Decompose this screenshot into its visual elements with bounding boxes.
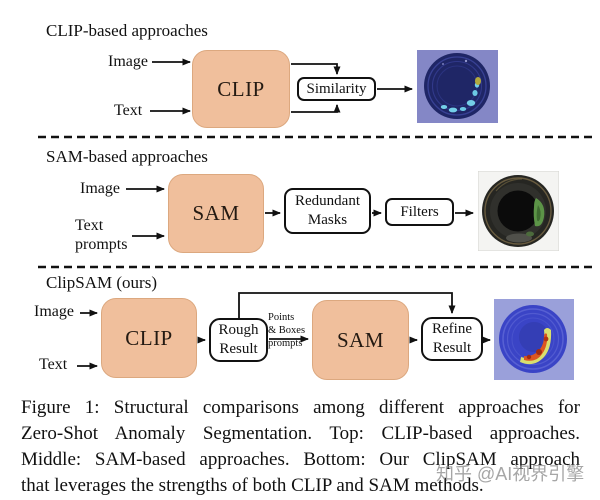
sam-result-photo-image (478, 171, 559, 251)
similarity-label: Similarity (306, 80, 367, 97)
caption-line3: Middle: SAM-based approaches. Bottom: Ou… (21, 449, 580, 470)
clip-model-box-top: CLIP (192, 50, 290, 128)
clip-model-label: CLIP (217, 76, 265, 101)
prompts-line2: & Boxes (268, 325, 306, 336)
sam-model-label: SAM (192, 201, 240, 225)
rough-result-line1: Rough (218, 322, 259, 339)
rough-result-box: Rough Result (209, 318, 268, 362)
caption-line2: Zero-Shot Anomaly Segmentation. Top: CLI… (21, 423, 580, 444)
input-label-text-prompts: Text prompts (75, 216, 127, 254)
sam-model-box-mid: SAM (168, 174, 264, 253)
rough-result-line2: Result (219, 341, 258, 357)
clipsam-result-heatmap-image (494, 299, 574, 380)
section-title-sam-based: SAM-based approaches (46, 147, 208, 166)
text-prompts-line2: prompts (75, 236, 128, 253)
redundant-masks-line2: Masks (307, 212, 348, 228)
section-title-clip-based: CLIP-based approaches (46, 21, 208, 40)
diagram-arrows (38, 58, 597, 370)
refine-result-line1: Refine (432, 321, 472, 338)
prompts-line3: prompts (268, 338, 303, 349)
clip-result-heatmap-image (417, 50, 498, 123)
filters-box: Filters (385, 198, 454, 226)
input-label-text-bot: Text (39, 356, 68, 373)
text-prompts-line1: Text (75, 217, 104, 234)
input-label-image-top: Image (108, 53, 148, 70)
redundant-masks-box: Redundant Masks (284, 188, 371, 234)
clip-model-box-bottom: CLIP (101, 298, 197, 378)
input-label-image-bot: Image (34, 303, 74, 320)
refine-result-box: Refine Result (421, 317, 483, 361)
filters-label: Filters (400, 203, 439, 220)
similarity-box: Similarity (297, 77, 376, 101)
section-title-clipsam: ClipSAM (ours) (46, 273, 157, 292)
sam-model-label-bottom: SAM (336, 327, 385, 352)
points-boxes-prompts-label: Points & Boxes prompts (268, 311, 314, 350)
sam-model-box-bottom: SAM (312, 300, 409, 380)
caption-line4: that leverages the strengths of both CLI… (21, 475, 484, 496)
input-label-image-mid: Image (80, 180, 120, 197)
prompts-line1: Points (268, 312, 295, 323)
redundant-masks-line1: Redundant (295, 193, 360, 210)
figure-caption: Figure 1: Structural comparisons among d… (21, 395, 580, 499)
clip-model-label-bottom: CLIP (125, 325, 173, 350)
refine-result-line2: Result (432, 340, 472, 356)
caption-line1: Figure 1: Structural comparisons among d… (21, 397, 580, 418)
input-label-text-top: Text (114, 102, 143, 119)
